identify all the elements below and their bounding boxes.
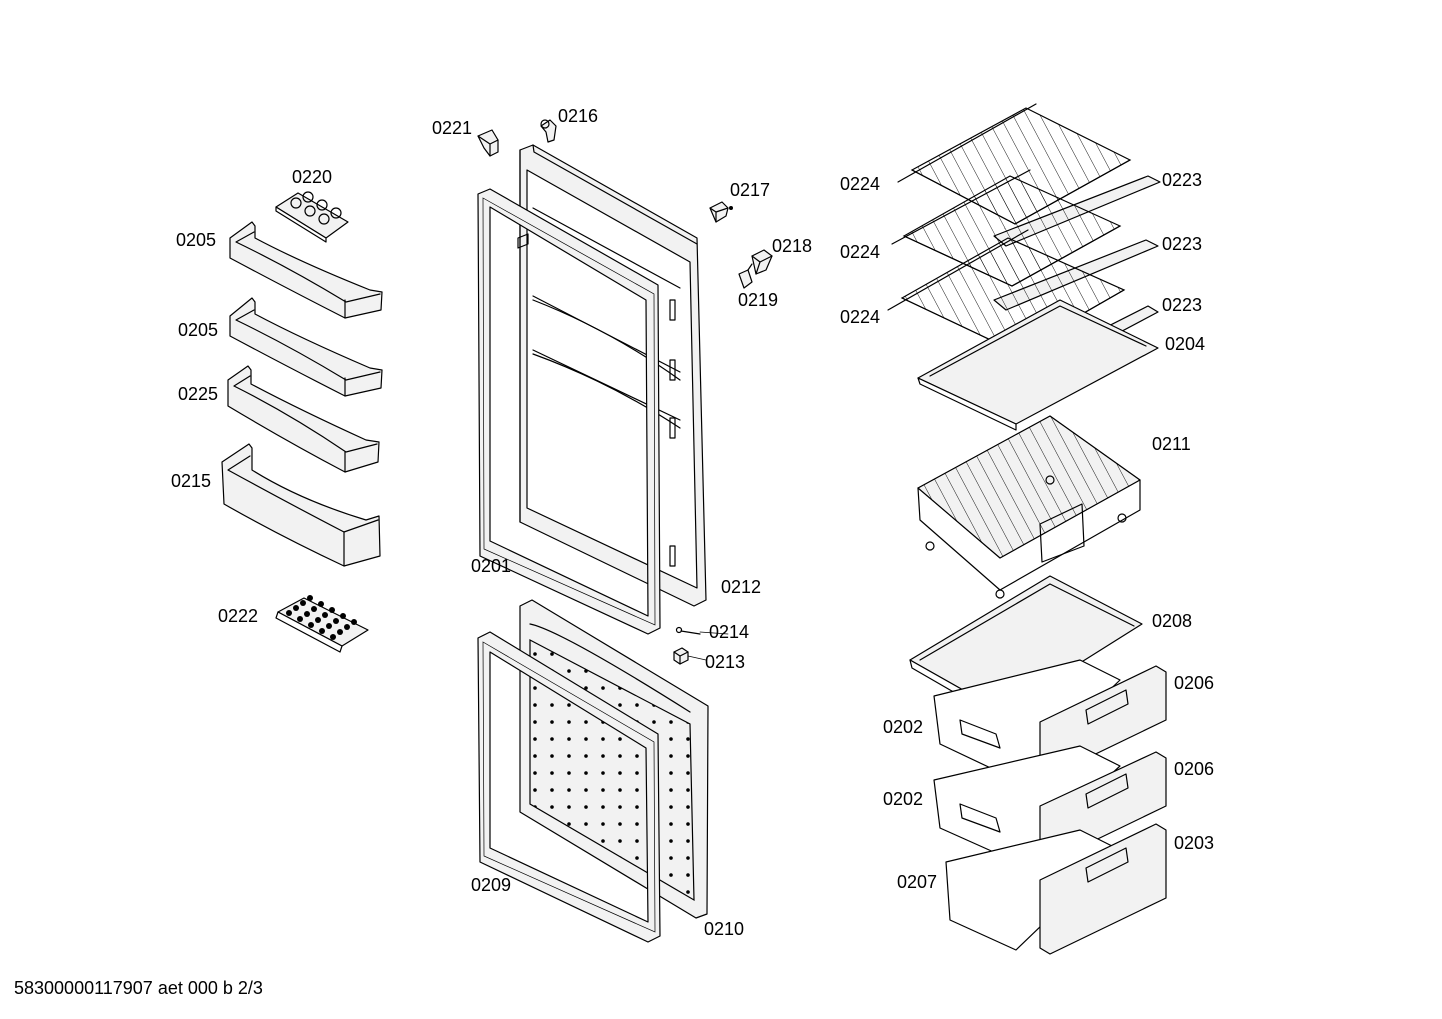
label-0202-lower: 0202	[883, 789, 923, 809]
freezer-door-gasket-0209	[477, 631, 661, 943]
label-0224-middle: 0224	[840, 242, 880, 262]
label-0211: 0211	[1152, 434, 1191, 454]
crisper-box-0211	[917, 415, 1141, 599]
label-0207: 0207	[897, 872, 937, 892]
label-0221: 0221	[432, 118, 472, 138]
egg-tray	[275, 191, 349, 243]
label-0224-bottom: 0224	[840, 307, 880, 327]
label-0218: 0218	[772, 236, 812, 256]
door-shelf-0225	[227, 365, 380, 473]
fridge-door-gasket-0201	[477, 188, 661, 635]
label-0223-top: 0223	[1162, 170, 1202, 190]
hinge-part-0217	[709, 201, 733, 223]
label-0205-upper: 0205	[176, 230, 216, 250]
label-0212: 0212	[721, 577, 761, 597]
hinge-part-0221	[477, 129, 499, 157]
hinge-part-0218	[751, 249, 773, 275]
label-0201: 0201	[471, 556, 511, 576]
label-0213: 0213	[705, 652, 745, 672]
fridge-door-0212	[517, 144, 707, 607]
freezer-drawer-0202-lower	[933, 745, 1121, 863]
label-0224-top: 0224	[840, 174, 880, 194]
door-shelf-0215	[221, 443, 381, 567]
label-0216: 0216	[558, 106, 598, 126]
hinge-pin-0216	[540, 119, 557, 143]
document-reference: 58300000117907 aet 000 b 2/3	[14, 978, 263, 998]
label-0220: 0220	[292, 167, 332, 187]
ice-cube-tray	[275, 595, 369, 653]
label-0217: 0217	[730, 180, 770, 200]
screw-0214	[675, 626, 701, 635]
label-0215: 0215	[171, 471, 211, 491]
label-0209: 0209	[471, 875, 511, 895]
label-0225: 0225	[178, 384, 218, 404]
door-shelf-0205-upper	[229, 221, 383, 319]
label-0204: 0204	[1165, 334, 1205, 354]
glass-shelf-0204	[917, 299, 1159, 431]
label-0222: 0222	[218, 606, 258, 626]
label-0208: 0208	[1152, 611, 1192, 631]
hinge-cover-0219	[738, 263, 753, 289]
leader-lines	[687, 631, 729, 661]
label-0223-middle: 0223	[1162, 234, 1202, 254]
door-shelf-0205-lower	[229, 297, 383, 397]
part-labels: 0221 0216 0220 0205 0205 0225 0215 0222 …	[171, 106, 1214, 939]
freezer-door-0210	[519, 599, 709, 919]
label-0214: 0214	[709, 622, 749, 642]
drawer-front-0203	[1039, 823, 1167, 955]
label-0223-bottom: 0223	[1162, 295, 1202, 315]
label-0206-upper: 0206	[1174, 673, 1214, 693]
label-0210: 0210	[704, 919, 744, 939]
label-0203: 0203	[1174, 833, 1214, 853]
label-0202-upper: 0202	[883, 717, 923, 737]
label-0219: 0219	[738, 290, 778, 310]
label-0206-lower: 0206	[1174, 759, 1214, 779]
label-0205-lower: 0205	[178, 320, 218, 340]
hinge-block-0213	[673, 647, 689, 665]
